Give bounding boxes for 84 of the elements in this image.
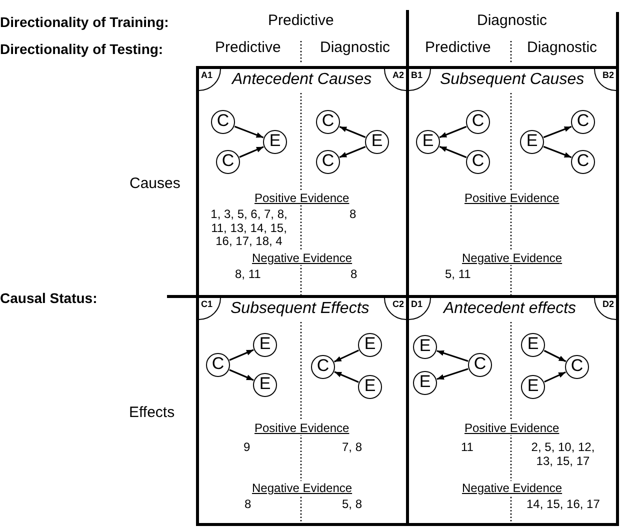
arrow [229, 349, 254, 361]
evidence-heading: Positive Evidence [254, 191, 350, 205]
circle-node: E [263, 130, 287, 154]
evidence-heading: Positive Evidence [254, 421, 350, 435]
circle-node: E [253, 333, 277, 357]
circle-node: C [311, 355, 335, 379]
row-header: Causes [130, 175, 180, 193]
corner-tag: C1 [199, 298, 221, 320]
panel-heading: Antecedent Causes [232, 70, 372, 89]
arrow [543, 146, 572, 158]
evidence-heading: Negative Evidence [252, 481, 352, 495]
corner-tag: A2 [384, 69, 406, 91]
arrow [339, 126, 366, 138]
arrow [544, 371, 566, 383]
row-header: Effects [129, 404, 175, 422]
circle-node: E [413, 335, 437, 359]
circle-node: C [571, 150, 595, 174]
evidence-numbers: 5, 8 [342, 498, 362, 512]
evidence-numbers: 14, 15, 16, 17 [526, 498, 600, 512]
arrow [544, 350, 566, 362]
panel-heading: Antecedent effects [444, 299, 576, 318]
corner-tag: B2 [594, 69, 616, 91]
arrow [334, 350, 360, 362]
circle-node: C [316, 110, 340, 134]
evidence-heading: Positive Evidence [464, 421, 560, 435]
evidence-heading: Negative Evidence [252, 251, 352, 265]
circle-node: C [316, 150, 340, 174]
circle-node: E [365, 130, 389, 154]
arrow [229, 369, 254, 381]
axis-title: Causal Status: [0, 289, 98, 307]
column-header: Diagnostic [320, 39, 390, 57]
quadrant-panel [406, 66, 619, 298]
arrow [239, 146, 264, 158]
corner-tag: B1 [409, 69, 431, 91]
circle-node: C [216, 150, 240, 174]
evidence-numbers: 8 [350, 268, 358, 282]
quadrant-panel [196, 295, 409, 526]
circle-node: E [520, 130, 544, 154]
circle-node: E [413, 371, 437, 395]
corner-tag: D1 [409, 298, 431, 320]
circle-node: C [206, 353, 230, 377]
quadrant-panel [406, 295, 619, 526]
arrow [436, 368, 468, 380]
evidence-numbers: 8 [244, 498, 252, 512]
arrow [439, 126, 467, 138]
column-header: Diagnostic [477, 12, 548, 30]
arrow [439, 146, 467, 158]
arrow [334, 371, 359, 383]
column-header: Predictive [268, 12, 334, 30]
circle-node: C [565, 355, 589, 379]
evidence-numbers: 5, 11 [445, 268, 471, 282]
evidence-numbers: 9 [244, 441, 250, 454]
evidence-heading: Negative Evidence [462, 481, 562, 495]
column-header: Predictive [215, 39, 281, 57]
evidence-heading: Positive Evidence [464, 191, 560, 205]
circle-node: E [253, 373, 277, 397]
column-header: Diagnostic [527, 39, 598, 57]
corner-tag: A1 [199, 69, 221, 91]
evidence-numbers: 8, 11 [235, 268, 261, 282]
circle-node: C [466, 150, 490, 174]
evidence-heading: Negative Evidence [462, 251, 562, 265]
circle-node: E [521, 333, 545, 357]
evidence-numbers: 7, 8 [342, 441, 362, 454]
corner-tag: C2 [384, 298, 406, 320]
circle-node: C [571, 110, 595, 134]
corner-tag: D2 [594, 298, 616, 320]
circle-node: C [211, 110, 235, 134]
arrow [436, 350, 468, 362]
circle-node: C [468, 353, 492, 377]
evidence-numbers: 8 [350, 208, 356, 222]
circle-node: E [521, 375, 545, 399]
arrow [339, 146, 366, 158]
circle-node: C [466, 110, 490, 134]
circle-node: E [358, 375, 382, 399]
axis-title: Directionality of Testing: [0, 40, 164, 58]
column-header: Predictive [425, 39, 491, 57]
circle-node: E [358, 333, 382, 357]
quadrant-panel [196, 66, 409, 298]
panel-heading: Subsequent Causes [440, 70, 584, 89]
circle-node: E [416, 130, 440, 154]
arrow [234, 126, 264, 138]
panel-heading: Subsequent Effects [230, 299, 370, 318]
arrow [543, 126, 572, 138]
axis-title: Directionality of Training: [0, 13, 169, 31]
